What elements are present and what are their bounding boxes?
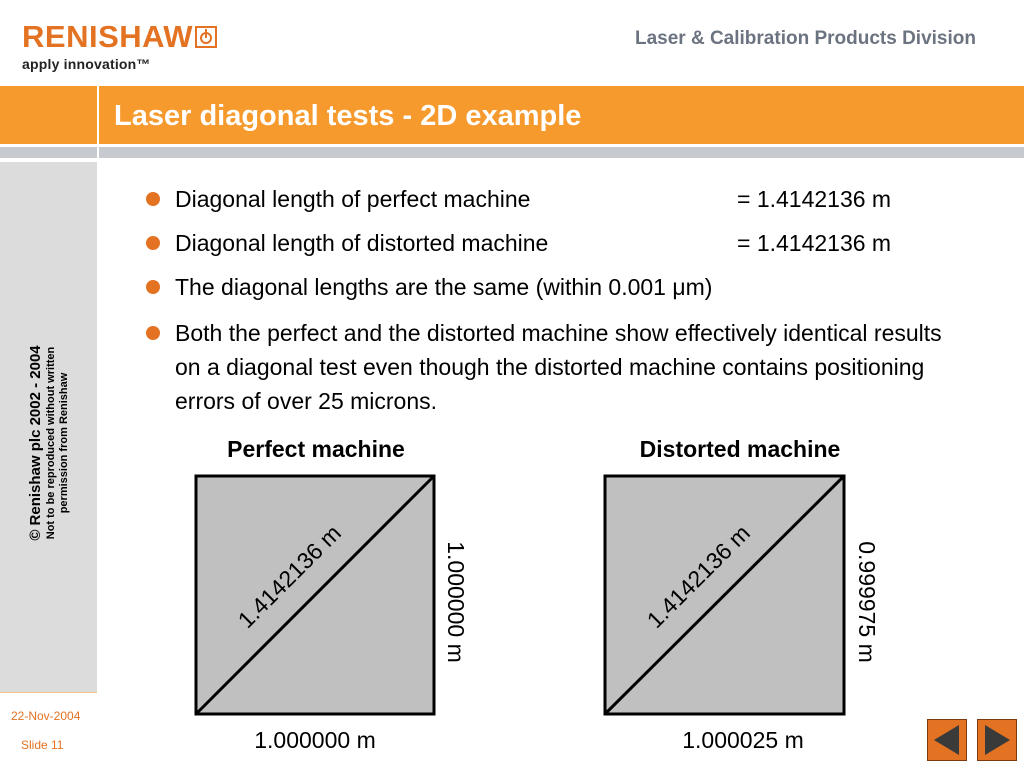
bullet-item: The diagonal lengths are the same (withi… (140, 270, 1000, 304)
distorted-side-label: 0.999975 m (854, 541, 880, 662)
next-slide-button[interactable] (977, 719, 1017, 761)
reproduction-notice-line1: Not to be reproduced without written (45, 346, 57, 540)
bullet-item: Diagonal length of distorted machine = 1… (140, 226, 1000, 260)
bullet-item: Both the perfect and the distorted machi… (140, 316, 945, 418)
sidebar-footer: 22-Nov-2004 Slide 11 (0, 692, 97, 768)
bullet-text: Both the perfect and the distorted machi… (175, 320, 942, 414)
bullet-value: = 1.4142136 m (737, 230, 892, 256)
distorted-machine-title: Distorted machine (639, 436, 841, 462)
slide-date: 22-Nov-2004 (11, 709, 81, 723)
sidebar-separator (97, 162, 99, 768)
perfect-machine-title: Perfect machine (227, 436, 405, 462)
title-bar (0, 86, 1024, 144)
bullet-value: = 1.4142136 m (737, 186, 892, 212)
renishaw-logo: RENISHAW apply innovation™ (22, 19, 218, 72)
bullet-dot-icon (146, 192, 160, 206)
logo-wordmark: RENISHAW (22, 19, 194, 54)
logo-emblem-icon (195, 26, 218, 53)
grey-band-divider (97, 147, 99, 158)
sidebar (0, 162, 97, 692)
triangle-left-icon (934, 725, 959, 755)
division-name: Laser & Calibration Products Division (634, 28, 976, 49)
header-rule (0, 144, 1024, 147)
triangle-right-icon (985, 725, 1010, 755)
previous-slide-button[interactable] (927, 719, 967, 761)
bullet-text: Diagonal length of distorted machine (175, 230, 549, 256)
perfect-bottom-label: 1.000000 m (254, 727, 376, 753)
title-bar-divider (97, 86, 99, 144)
copyright-text: © Renishaw plc 2002 - 2004 (27, 345, 44, 541)
distorted-machine-diagonal (604, 475, 845, 715)
bullet-item: Diagonal length of perfect machine = 1.4… (140, 182, 1000, 216)
bullet-dot-icon (146, 236, 160, 250)
bullet-text: The diagonal lengths are the same (withi… (175, 274, 713, 300)
distorted-bottom-label: 1.000025 m (682, 727, 804, 753)
bullet-text: Diagonal length of perfect machine (175, 186, 531, 212)
bullet-list: Diagonal length of perfect machine = 1.4… (140, 182, 1000, 418)
perfect-machine-diagram: 1.4142136 m 1.000000 m (194, 474, 469, 716)
slide-number: Slide 11 (21, 738, 64, 752)
perfect-side-label: 1.000000 m (443, 541, 469, 662)
bullet-dot-icon (146, 280, 160, 294)
logo-tagline: apply innovation™ (22, 56, 151, 72)
bullet-dot-icon (146, 326, 160, 340)
perfect-machine-diagonal (195, 475, 435, 715)
distorted-machine-diagram: 1.4142136 m 0.999975 m (603, 474, 880, 716)
footer-rule (0, 692, 97, 693)
copyright-notice: © Renishaw plc 2002 - 2004 Not to be rep… (27, 293, 71, 593)
grey-band (0, 147, 1024, 158)
reproduction-notice-line2: permission from Renishaw (58, 372, 70, 514)
slide-title: Laser diagonal tests - 2D example (114, 100, 582, 132)
